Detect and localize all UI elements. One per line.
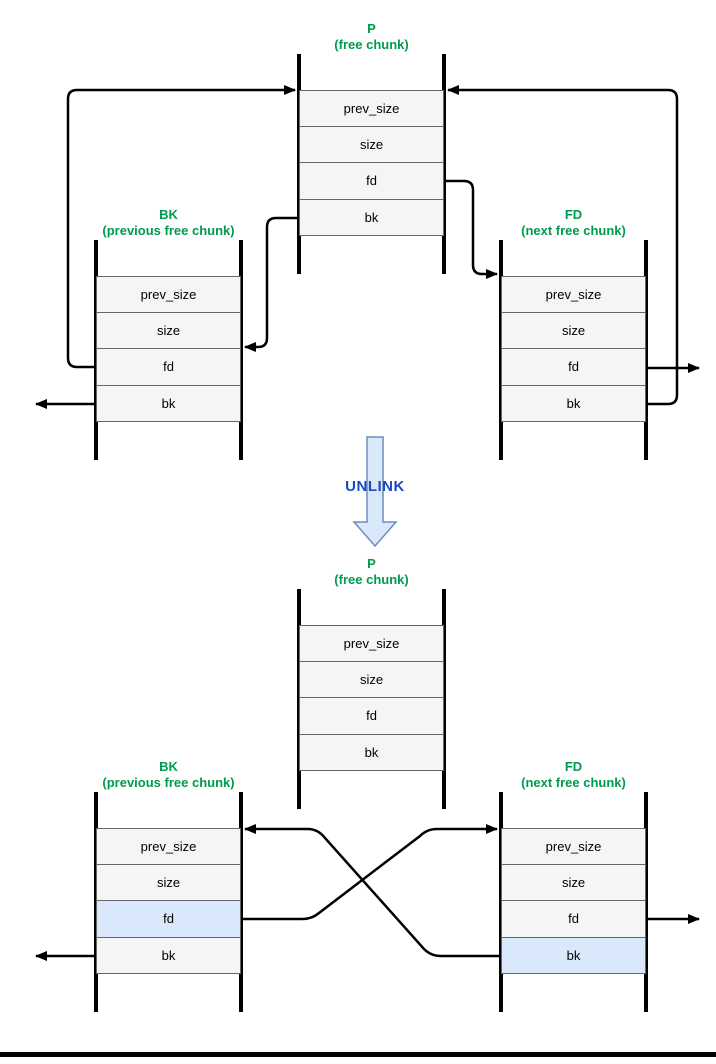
chunk-right-bar <box>644 792 648 1012</box>
row-size: size <box>299 661 444 698</box>
chunk-title-after-fd: FD (next free chunk) <box>464 759 684 791</box>
chunk-name: BK <box>159 207 178 222</box>
chunk-subtitle: (free chunk) <box>334 572 409 587</box>
pointer-bk-fd-to-fd-arrow <box>243 824 498 921</box>
chunk-name: P <box>367 556 376 571</box>
chunk-title-after-p: P (free chunk) <box>262 556 482 588</box>
chunk-name: P <box>367 21 376 36</box>
chunk-subtitle: (free chunk) <box>334 37 409 52</box>
row-fd: fd <box>501 901 646 938</box>
row-fd: fd <box>299 163 444 200</box>
row-fd: fd <box>299 698 444 735</box>
row-bk: bk <box>299 199 444 236</box>
chunk-name: BK <box>159 759 178 774</box>
row-fd-highlighted: fd <box>96 901 241 938</box>
row-size: size <box>501 864 646 901</box>
chunk-right-bar <box>442 54 446 274</box>
chunk-right-bar <box>442 589 446 809</box>
chunk-title-before-p: P (free chunk) <box>262 21 482 53</box>
chunk-after-p: prev_size size fd bk <box>299 625 444 771</box>
row-bk: bk <box>96 937 241 974</box>
chunk-subtitle: (next free chunk) <box>521 223 626 238</box>
chunk-subtitle: (next free chunk) <box>521 775 626 790</box>
row-size: size <box>501 312 646 349</box>
bottom-divider <box>0 1052 716 1057</box>
row-prev-size: prev_size <box>96 276 241 313</box>
chunk-before-p: prev_size size fd bk <box>299 90 444 236</box>
chunk-title-before-fd: FD (next free chunk) <box>464 207 684 239</box>
row-prev-size: prev_size <box>299 625 444 662</box>
chunk-after-bk: prev_size size fd bk <box>96 828 241 974</box>
row-bk: bk <box>299 734 444 771</box>
row-size: size <box>96 864 241 901</box>
chunk-title-after-bk: BK (previous free chunk) <box>59 759 279 791</box>
row-bk: bk <box>96 385 241 422</box>
row-fd: fd <box>501 349 646 386</box>
chunk-name: FD <box>564 759 583 774</box>
row-size: size <box>96 312 241 349</box>
row-bk-highlighted: bk <box>501 937 646 974</box>
chunk-name: FD <box>564 207 583 222</box>
chunk-before-bk: prev_size size fd bk <box>96 276 241 422</box>
row-fd: fd <box>96 349 241 386</box>
row-prev-size: prev_size <box>501 276 646 313</box>
row-prev-size: prev_size <box>299 90 444 127</box>
chunk-subtitle: (previous free chunk) <box>102 223 235 238</box>
chunk-right-bar <box>239 792 243 1012</box>
row-size: size <box>299 126 444 163</box>
unlink-label: UNLINK <box>345 478 405 495</box>
chunk-subtitle: (previous free chunk) <box>102 775 235 790</box>
row-prev-size: prev_size <box>501 828 646 865</box>
chunk-title-before-bk: BK (previous free chunk) <box>59 207 279 239</box>
row-prev-size: prev_size <box>96 828 241 865</box>
chunk-before-fd: prev_size size fd bk <box>501 276 646 422</box>
chunk-after-fd: prev_size size fd bk <box>501 828 646 974</box>
row-bk: bk <box>501 385 646 422</box>
pointer-fd-bk-to-bk-arrow <box>244 824 499 958</box>
